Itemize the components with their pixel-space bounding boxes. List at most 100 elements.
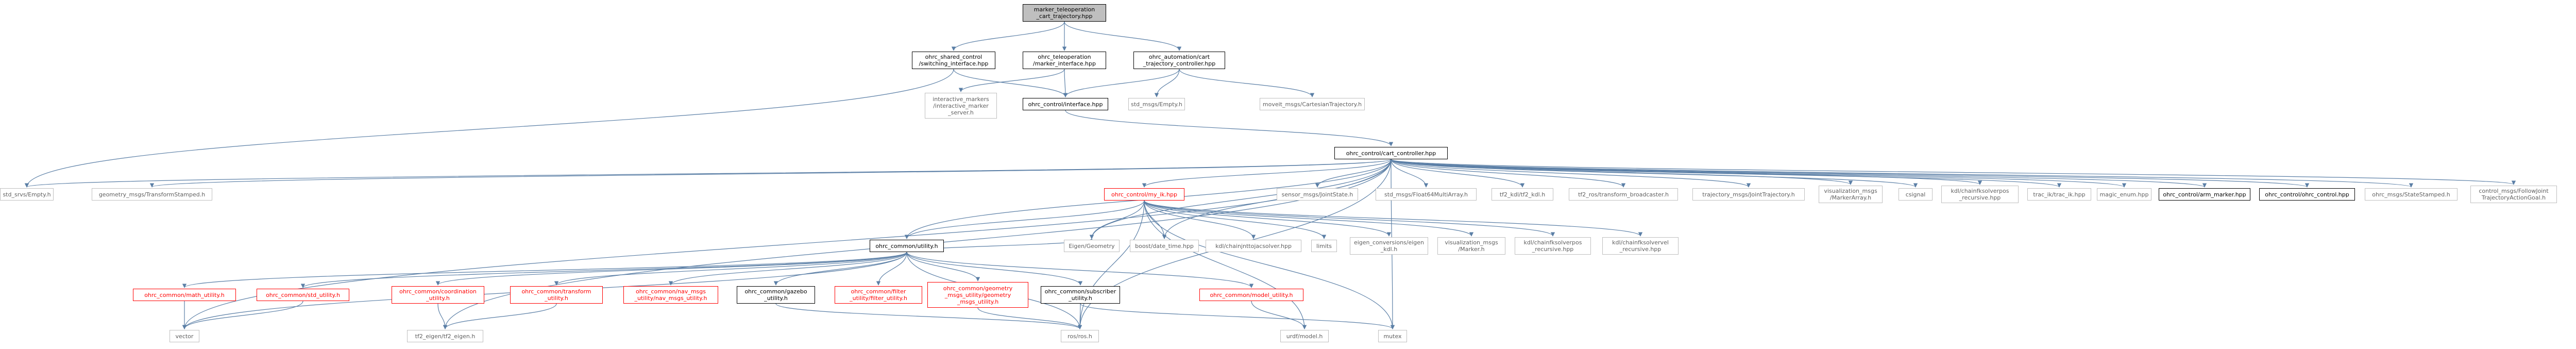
graph-node-arm[interactable]: ohrc_control/arm_marker.hpp	[2159, 188, 2250, 201]
edge-cc-f64	[1391, 159, 1429, 188]
edge-subu-mutex	[1080, 303, 1395, 329]
edge-ssci-iface	[953, 69, 1068, 97]
edge-myik-kdlvel	[1144, 200, 1642, 237]
graph-node-magic[interactable]: magic_enum.hpp	[2097, 188, 2151, 201]
graph-node-tf2kdl[interactable]: tf2_kdl/tf2_kdl.h	[1492, 188, 1553, 201]
graph-node-kdlpos[interactable]: kdl/chainfksolverpos _recursive.hpp	[1515, 237, 1591, 255]
edge-util-filtu	[876, 252, 907, 286]
graph-node-js[interactable]: sensor_msgs/JointState.h	[1277, 188, 1358, 201]
edge-myik-limits	[1144, 200, 1327, 239]
graph-node-coordu[interactable]: ohrc_common/coordination _utility.h	[392, 286, 484, 304]
edge-util-navu	[668, 252, 907, 286]
edge-cc-tfbc	[1391, 159, 1626, 188]
edge-cc-gmts	[150, 159, 1392, 188]
graph-node-stdsrv[interactable]: std_srvs/Empty.h	[0, 188, 54, 201]
edge-modelu-urdf	[1251, 301, 1307, 329]
graph-node-myik[interactable]: ohrc_control/my_ik.hpp	[1104, 188, 1184, 201]
edge-myik-rosros	[1077, 200, 1145, 329]
edge-myik-kdlpos	[1144, 200, 1555, 237]
edge-util-stdu	[301, 252, 907, 288]
graph-node-vizm[interactable]: visualization_msgs /Marker.h	[1437, 237, 1505, 255]
edge-myik-util	[904, 200, 1145, 239]
graph-node-vector[interactable]: vector	[170, 330, 199, 342]
edge-myik-urdf	[1144, 200, 1307, 329]
edge-util-modelu	[906, 252, 1254, 288]
graph-node-filtu[interactable]: ohrc_common/filter _utility/filter_utili…	[835, 286, 922, 304]
edge-actc-stdempty	[1154, 69, 1180, 97]
graph-node-cc[interactable]: ohrc_control/cart_controller.hpp	[1334, 147, 1448, 159]
graph-node-tfbc[interactable]: tf2_ros/transform_broadcaster.h	[1569, 188, 1678, 201]
edge-cc-traj	[1391, 159, 1751, 188]
edge-transu-tf2eig	[443, 303, 557, 329]
edge-util-transu	[554, 252, 907, 286]
graph-node-ssci[interactable]: ohrc_shared_control /switching_interface…	[912, 52, 995, 69]
graph-node-tmi[interactable]: ohrc_teleoperation /marker_interface.hpp	[1023, 52, 1106, 69]
edge-myik-mutex	[1144, 200, 1395, 329]
edge-myik-kdljac	[1144, 200, 1256, 239]
graph-node-vizma[interactable]: visualization_msgs /MarkerArray.h	[1819, 186, 1883, 203]
graph-node-stdempty[interactable]: std_msgs/Empty.h	[1128, 98, 1185, 110]
graph-node-mathu[interactable]: ohrc_common/math_utility.h	[133, 289, 236, 301]
edge-cc-js	[1315, 159, 1392, 188]
graph-node-ohrcc[interactable]: ohrc_control/ohrc_control.hpp	[2259, 188, 2355, 201]
graph-node-f64[interactable]: std_msgs/Float64MultiArray.h	[1376, 188, 1477, 201]
graph-node-limits[interactable]: limits	[1311, 240, 1337, 252]
edge-myik-vizm	[1144, 200, 1474, 237]
graph-node-iface[interactable]: ohrc_control/interface.hpp	[1023, 98, 1108, 110]
graph-node-imis[interactable]: interactive_markers /interactive_marker …	[925, 93, 997, 119]
edge-cc-csignal	[1391, 159, 1918, 188]
edge-myik-eigen	[1089, 200, 1145, 239]
edge-actc-iface	[1063, 69, 1180, 97]
graph-node-modelu[interactable]: ohrc_common/model_utility.h	[1199, 289, 1303, 301]
graph-node-follow[interactable]: control_msgs/FollowJoint TrajectoryActio…	[2470, 186, 2557, 203]
graph-node-util[interactable]: ohrc_common/utility.h	[870, 240, 944, 252]
graph-node-transu[interactable]: ohrc_common/transform _utility.h	[510, 286, 603, 304]
graph-node-rosros[interactable]: ros/ros.h	[1061, 330, 1099, 342]
edge-tmi-imis	[958, 69, 1065, 92]
graph-node-csignal[interactable]: csignal	[1899, 188, 1933, 201]
graph-node-subu[interactable]: ohrc_common/subscriber _utility.h	[1041, 286, 1120, 304]
graph-node-kdlvel[interactable]: kdl/chainfksolvervel _recursive.hpp	[1602, 237, 1679, 255]
graph-node-mutex[interactable]: mutex	[1378, 330, 1407, 342]
graph-node-traj[interactable]: trajectory_msgs/JointTrajectory.h	[1692, 188, 1805, 201]
graph-node-actc[interactable]: ohrc_automation/cart _trajectory_control…	[1133, 52, 1225, 69]
graph-node-tf2eig[interactable]: tf2_eigen/tf2_eigen.h	[407, 330, 483, 342]
graph-node-eigen[interactable]: Eigen/Geometry	[1064, 240, 1120, 252]
edge-gazu-rosros	[775, 303, 1082, 329]
graph-node-kdlposjl[interactable]: kdl/chainfksolverpos _recursive.hpp	[1941, 186, 2019, 203]
edge-util-coordu	[436, 252, 907, 286]
graph-node-urdf[interactable]: urdf/model.h	[1280, 330, 1329, 342]
edge-actc-moveit	[1179, 69, 1315, 97]
edge-cc-arm	[1391, 159, 2207, 188]
edge-util-geomu	[906, 252, 980, 281]
edge-ssci-stdsrv	[24, 69, 954, 188]
edge-cc-myik	[1142, 159, 1392, 188]
graph-node-boost[interactable]: boost/date_time.hpp	[1130, 240, 1199, 252]
edge-cc-magic	[1391, 159, 2126, 188]
edge-cc-tf2kdl	[1391, 159, 1525, 188]
edge-stdu-vector	[182, 301, 303, 329]
edge-myik-eckdl	[1144, 200, 1392, 237]
edge-util-mathu	[182, 252, 907, 288]
edge-cc-ohrcc	[1391, 159, 2309, 188]
edge-cc-state	[1391, 159, 2413, 188]
edge-root-actc	[1064, 21, 1182, 51]
graph-node-gazu[interactable]: ohrc_common/gazebo _utility.h	[737, 286, 815, 304]
edge-root-ssci	[951, 21, 1065, 51]
graph-node-kdljac[interactable]: kdl/chainjnttojacsolver.hpp	[1206, 240, 1301, 252]
graph-node-stdu[interactable]: ohrc_common/std_utility.h	[257, 289, 349, 301]
edge-geomu-rosros	[977, 307, 1082, 329]
graph-node-trac[interactable]: trac_ik/trac_ik.hpp	[2027, 188, 2091, 201]
edge-cc-follow	[1391, 159, 2516, 185]
graph-node-eckdl[interactable]: eigen_conversions/eigen _kdl.h	[1350, 237, 1428, 255]
graph-node-gmts[interactable]: geometry_msgs/TransformStamped.h	[92, 188, 212, 201]
graph-node-root: marker_teleoperation _cart_trajectory.hp…	[1023, 4, 1106, 22]
graph-node-geomu[interactable]: ohrc_common/geometry _msgs_utility/geome…	[927, 282, 1028, 308]
edge-cc-eigen	[1089, 159, 1392, 239]
edge-util-subu	[906, 252, 1083, 286]
graph-node-navu[interactable]: ohrc_common/nav_msgs _utility/nav_msgs_u…	[623, 286, 718, 304]
graph-node-state[interactable]: ohrc_msgs/StateStamped.h	[2365, 188, 2458, 201]
graph-node-moveit[interactable]: moveit_msgs/CartesianTrajectory.h	[1260, 98, 1365, 110]
